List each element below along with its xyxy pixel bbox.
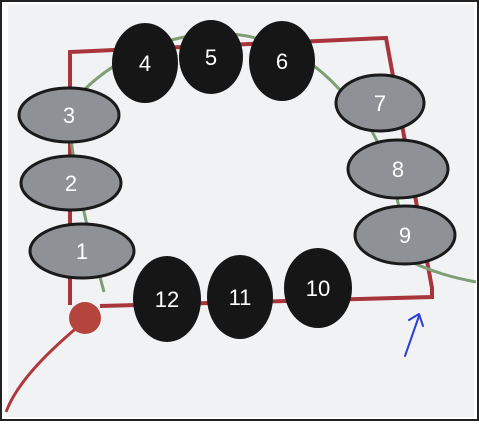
- oval-12: 12: [133, 256, 201, 342]
- oval-2: 2: [21, 156, 121, 210]
- oval-11-label: 11: [229, 285, 252, 310]
- oval-2-label: 2: [65, 171, 77, 196]
- oval-10-label: 10: [306, 276, 330, 301]
- oval-5-label: 5: [205, 45, 217, 70]
- oval-12-label: 12: [155, 287, 179, 312]
- oval-6-label: 6: [276, 49, 288, 74]
- start-dot-icon: [69, 302, 101, 334]
- oval-1: 1: [30, 224, 134, 278]
- oval-10: 10: [284, 248, 352, 328]
- oval-7-label: 7: [374, 91, 386, 116]
- oval-4-label: 4: [139, 51, 151, 76]
- oval-3: 3: [19, 88, 119, 142]
- oval-3-label: 3: [63, 103, 75, 128]
- oval-1-label: 1: [76, 239, 88, 264]
- oval-6: 6: [249, 21, 315, 101]
- oval-8-label: 8: [392, 157, 404, 182]
- oval-4: 4: [112, 23, 178, 103]
- oval-9: 9: [355, 206, 455, 264]
- oval-5: 5: [179, 20, 243, 94]
- oval-8: 8: [348, 140, 448, 198]
- oval-11: 11: [207, 255, 273, 339]
- oval-7: 7: [336, 75, 424, 131]
- oval-9-label: 9: [399, 223, 411, 248]
